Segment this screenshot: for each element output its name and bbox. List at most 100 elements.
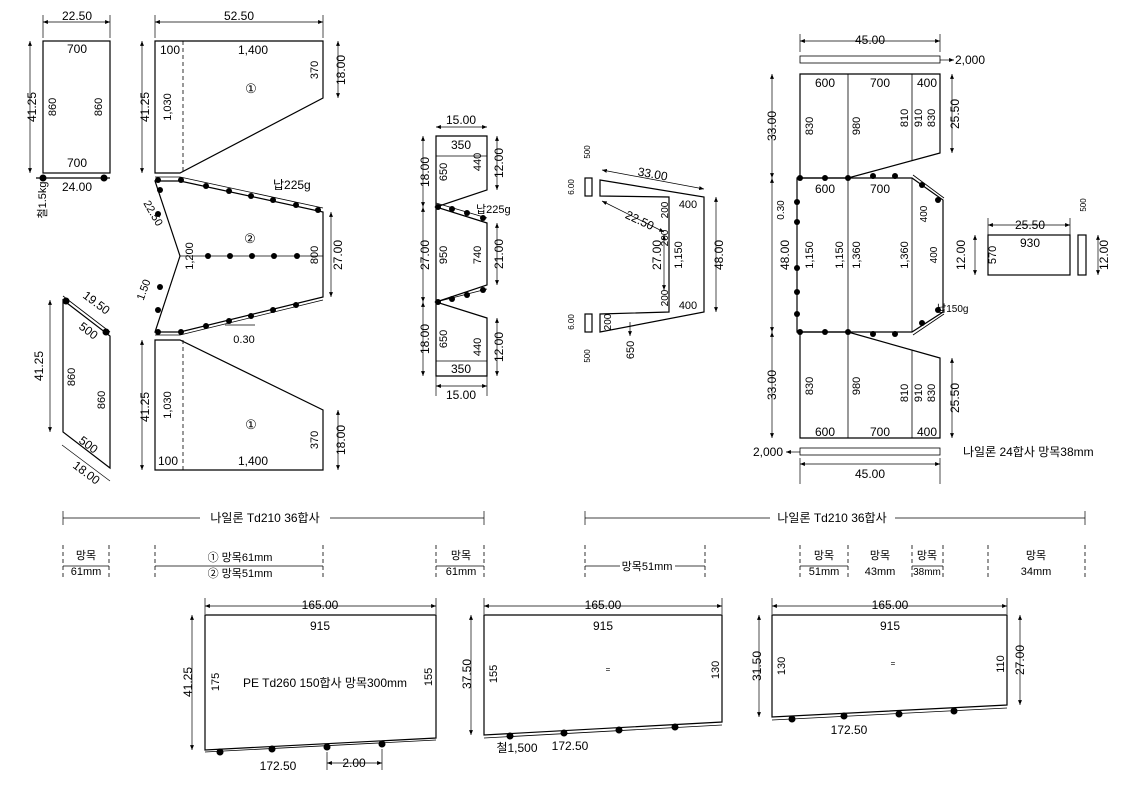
label-material-note: 나일론 24합사 망목38mm: [963, 445, 1094, 459]
spec-right: 나일론 Td210 36합사 망목51mm 망목 51mm 망목 43mm 망목…: [584, 511, 1086, 580]
dim-width-bottom: 24.00: [62, 180, 92, 194]
sinker-dot: [268, 745, 276, 753]
dim-diag-top: 33.00: [637, 165, 669, 184]
dim-bottom-right: 25.50: [948, 383, 962, 413]
label-rope-length: 2,000: [955, 53, 985, 67]
label-right-meshes: 800: [309, 246, 321, 264]
rope-line: [435, 288, 488, 303]
label-top-meshes: 930: [1020, 236, 1040, 250]
sinker-dot: [203, 323, 209, 329]
label-910b: 910: [913, 384, 925, 402]
label-right-meshes: 155: [423, 668, 435, 686]
label-left-meshes: 175: [210, 673, 222, 691]
dim-bottom-length: 172.50: [552, 739, 589, 753]
sinker-dot: [155, 307, 161, 313]
sinker-dot: [216, 748, 224, 756]
sinker-dot: [919, 182, 925, 188]
label-inner-d: 200: [603, 313, 614, 330]
label-top-meshes: 500: [76, 319, 101, 342]
strip-outline: [1077, 234, 1087, 276]
sinker-dot: [794, 265, 800, 271]
label-right-meshes: 370: [309, 61, 321, 79]
sinker-dot: [464, 292, 470, 298]
sinker-dot: [248, 313, 254, 319]
label-right-meshes: 130: [710, 661, 722, 679]
sinker-dot: [870, 173, 876, 179]
label-left-meshes: 860: [66, 368, 78, 386]
sinker-dot: [560, 729, 568, 737]
label-top-meshes: 915: [880, 619, 900, 633]
panel-side-parallelogram: 19.50 500 41.25 860 860 500 18.00: [32, 288, 113, 487]
label-mesh: 망목: [814, 549, 834, 562]
label-bottom-meshes: 350: [451, 362, 471, 376]
sinker-row-mid-top: [797, 173, 941, 203]
label-sinker: 철1,500: [496, 741, 537, 755]
dim-width-bottom: 45.00: [855, 467, 885, 481]
dim-diag-upper: 22.50: [141, 199, 165, 229]
rope-line: [204, 739, 437, 753]
sinker-dot: [840, 712, 848, 720]
dim-line: [601, 200, 665, 233]
label-mark: =: [891, 659, 896, 668]
dim-upper-right: 12.00: [492, 148, 506, 178]
sinker-dot: [435, 204, 441, 210]
panel-top-wing: 52.50 100 1,400 41.25 1,030 370 18.00 ①: [138, 9, 348, 174]
rope-strip: [799, 447, 941, 456]
label-strip-top: 500: [583, 145, 592, 159]
bottom-net-1: 165.00 915 41.25 175 155 PE Td260 150합사 …: [181, 598, 437, 773]
label-top-meshes: 700: [67, 42, 87, 56]
label-mesh-size: 61mm: [446, 566, 477, 578]
dim-upper-height: 18.00: [418, 157, 432, 187]
sinker-dot: [449, 296, 455, 302]
label-mesh-count: 650: [625, 341, 637, 359]
rope-line: [771, 707, 1008, 721]
sinker-dot: [62, 297, 70, 305]
label-1360b: 1,360: [899, 241, 911, 269]
label-bottom-left: 100: [158, 454, 178, 468]
sinker-dot: [435, 299, 441, 305]
dim-mid-right: 21.00: [492, 239, 506, 269]
label-right-meshes: 1,150: [673, 241, 685, 269]
label-830b: 830: [926, 109, 938, 127]
label-400-mid: 400: [929, 246, 940, 263]
dim-right-height: 18.00: [334, 55, 348, 85]
sinker-dot: [270, 197, 276, 203]
sinker-row-top: [155, 177, 321, 213]
label-810: 810: [899, 109, 911, 127]
dim-width: 165.00: [302, 598, 339, 612]
dim-top-right: 25.50: [948, 99, 962, 129]
dim-gap: 0.30: [776, 200, 787, 220]
sinker-dot: [449, 206, 455, 212]
label-bottom-600: 600: [815, 425, 835, 439]
sinker-dot: [794, 289, 800, 295]
sinker-dot: [794, 219, 800, 225]
rope-line: [179, 176, 324, 209]
label-mesh: 망목: [870, 549, 890, 562]
dim-spacing: 2.00: [342, 756, 366, 770]
label-right-bottom: 400: [679, 300, 697, 312]
sinker-dot: [950, 707, 958, 715]
panel-outline: [434, 135, 488, 377]
label-left-meshes: 1,030: [162, 391, 174, 419]
label-mesh-1: ① 망목61mm: [208, 551, 273, 564]
panel-outline: [62, 298, 111, 470]
label-910: 910: [913, 109, 925, 127]
panel-outline: [599, 179, 705, 333]
sinker-dot: [226, 318, 232, 324]
label-right-meshes: 860: [96, 391, 108, 409]
label-left-meshes: 155: [488, 665, 500, 683]
panel-outline: [154, 339, 324, 471]
label-material-left: 나일론 Td210 36합사: [210, 511, 319, 525]
label-upper-left: 650: [438, 163, 450, 181]
sinker-dot: [203, 183, 209, 189]
sinker-dot: [822, 175, 828, 181]
sinker-dot: [293, 202, 299, 208]
sinker-dot: [506, 732, 514, 740]
dim-strip-height: 12.00: [1097, 240, 1111, 270]
sinker-dot: [227, 253, 233, 259]
label-left-meshes: 130: [776, 657, 788, 675]
label-rope-length: 2,000: [753, 445, 783, 459]
dim-inner-height: 27.00: [650, 240, 664, 270]
dim-bottom-length: 172.50: [831, 723, 868, 737]
